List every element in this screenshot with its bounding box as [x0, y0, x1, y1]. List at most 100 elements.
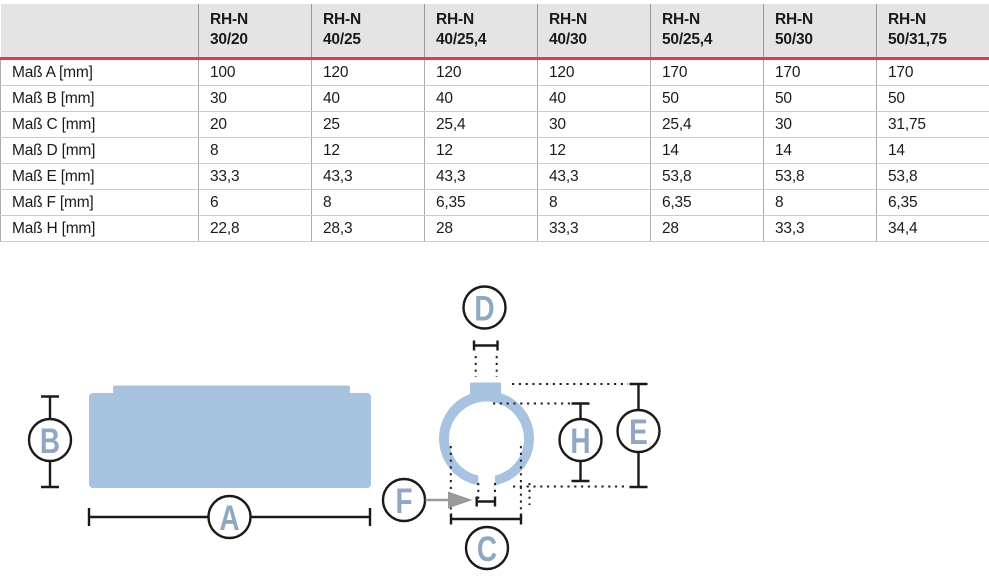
- table-cell: 170: [876, 58, 989, 86]
- table-cell: 12: [311, 137, 425, 164]
- table-row: Maß C [mm] 20 25 25,4 30 25,4 30 31,75: [0, 111, 989, 138]
- table-cell: 8: [537, 189, 651, 216]
- table-row: Maß H [mm] 22,8 28,3 28 33,3 28 33,3 34,…: [0, 215, 989, 242]
- table-cell: 34,4: [876, 215, 989, 242]
- pointer-arrow-head: [448, 491, 473, 509]
- table-cell: 12: [537, 137, 651, 164]
- header-series: RH-N: [888, 11, 926, 28]
- technical-drawing: A B D E: [27, 285, 661, 571]
- ring-bore: [449, 401, 524, 477]
- table-cell: 120: [424, 58, 538, 86]
- table-cell: 25: [311, 111, 425, 138]
- ring-bottom-slot: [478, 470, 495, 490]
- header-model: 40/25: [323, 31, 361, 48]
- table-cell: 22,8: [198, 215, 312, 242]
- table-cell: 28: [650, 215, 764, 242]
- table-cell: 53,8: [763, 163, 877, 190]
- dim-label-b: B: [40, 421, 60, 461]
- table-cell: 170: [763, 58, 877, 86]
- table-row: Maß A [mm] 100 120 120 120 170 170 170: [0, 58, 989, 86]
- table-cell: 31,75: [876, 111, 989, 138]
- dim-bubble-h: [558, 417, 603, 463]
- header-series: RH-N: [323, 11, 361, 28]
- header-model: 40/25,4: [436, 31, 487, 48]
- header-model: 50/30: [775, 31, 813, 48]
- dim-label-e: E: [629, 412, 648, 452]
- dim-bubble-d: [462, 285, 507, 330]
- header-model: 30/20: [210, 31, 248, 48]
- table-header-cell: RH-N 50/31,75: [876, 4, 989, 60]
- table-cell: 40: [311, 85, 425, 112]
- dim-e: E: [616, 382, 661, 489]
- header-model: 40/30: [549, 31, 587, 48]
- table-cell: 20: [198, 111, 312, 138]
- dim-label-c: C: [477, 529, 497, 569]
- header-model: 50/31,75: [888, 31, 947, 48]
- dim-label-h: H: [570, 421, 590, 461]
- table-cell: 14: [650, 137, 764, 164]
- dimension-table: RH-N 30/20 RH-N 40/25 RH-N 40/25,4 RH-N …: [0, 4, 989, 242]
- table-cell: 100: [198, 58, 312, 86]
- dim-bubble-e: [616, 408, 661, 454]
- table-row: Maß E [mm] 33,3 43,3 43,3 43,3 53,8 53,8…: [0, 163, 989, 190]
- row-label: Maß A [mm]: [0, 58, 199, 86]
- dim-bubble-a: [207, 494, 252, 540]
- table-cell: 33,3: [537, 215, 651, 242]
- table-header-cell: RH-N 40/25,4: [424, 4, 538, 60]
- table-cell: 8: [198, 137, 312, 164]
- table-cell: 120: [537, 58, 651, 86]
- table-header-cell: RH-N 30/20: [198, 4, 312, 60]
- dim-d: D: [462, 285, 507, 351]
- row-label: Maß E [mm]: [0, 163, 199, 190]
- table-cell: 43,3: [537, 163, 651, 190]
- table-cell: 50: [650, 85, 764, 112]
- table-cell: 28: [424, 215, 538, 242]
- table-cell: 14: [876, 137, 989, 164]
- header-series: RH-N: [436, 11, 474, 28]
- part-shapes: [89, 382, 534, 490]
- table-header-cell: RH-N 40/25: [311, 4, 425, 60]
- table-cell: 170: [650, 58, 764, 86]
- dim-a: A: [87, 494, 372, 540]
- table-cell: 53,8: [876, 163, 989, 190]
- table-cell: 43,3: [311, 163, 425, 190]
- header-series: RH-N: [775, 11, 813, 28]
- row-label: Maß H [mm]: [0, 215, 199, 242]
- table-header-cell: RH-N 50/25,4: [650, 4, 764, 60]
- header-series: RH-N: [549, 11, 587, 28]
- dim-bubble-f: [381, 477, 427, 523]
- dim-h: H: [558, 402, 603, 483]
- table-cell: 12: [424, 137, 538, 164]
- table-cell: 33,3: [198, 163, 312, 190]
- table-row: Maß B [mm] 30 40 40 40 50 50 50: [0, 85, 989, 112]
- row-label: Maß B [mm]: [0, 85, 199, 112]
- table-cell: 25,4: [424, 111, 538, 138]
- table-cell: 14: [763, 137, 877, 164]
- dim-label-a: A: [219, 498, 239, 538]
- table-cell: 6,35: [876, 189, 989, 216]
- table-cell: 40: [424, 85, 538, 112]
- dim-bubble-b: [27, 417, 73, 463]
- header-model: 50/25,4: [662, 31, 713, 48]
- table-cell: 50: [876, 85, 989, 112]
- header-series: RH-N: [662, 11, 700, 28]
- dim-f: F: [381, 477, 497, 523]
- dim-b: B: [27, 395, 73, 489]
- table-cell: 28,3: [311, 215, 425, 242]
- row-label: Maß D [mm]: [0, 137, 199, 164]
- table-cell: 43,3: [424, 163, 538, 190]
- dim-label-f: F: [395, 481, 412, 521]
- table-cell: 25,4: [650, 111, 764, 138]
- table-cell: 33,3: [763, 215, 877, 242]
- table-header-row: RH-N 30/20 RH-N 40/25 RH-N 40/25,4 RH-N …: [0, 4, 989, 60]
- table-cell: 30: [763, 111, 877, 138]
- table-cell: 6: [198, 189, 312, 216]
- table-row: Maß D [mm] 8 12 12 12 14 14 14: [0, 137, 989, 164]
- table-cell: 6,35: [650, 189, 764, 216]
- table-cell: 6,35: [424, 189, 538, 216]
- table-header-cell: RH-N 40/30: [537, 4, 651, 60]
- table-cell: 53,8: [650, 163, 764, 190]
- dim-bubble-c: [464, 525, 510, 571]
- table-cell: 30: [198, 85, 312, 112]
- table-cell: 30: [537, 111, 651, 138]
